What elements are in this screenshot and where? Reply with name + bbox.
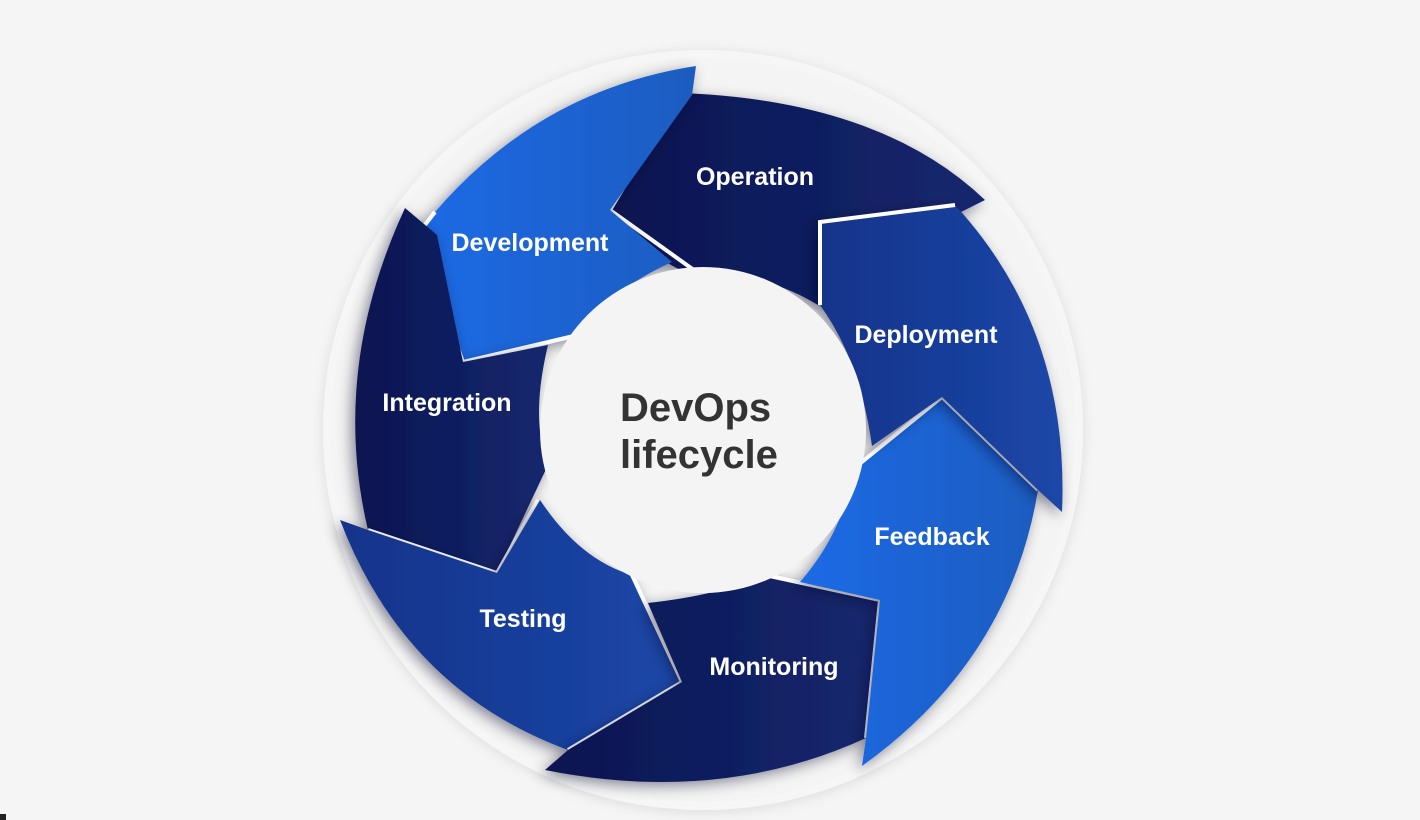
label-deployment: Deployment bbox=[854, 321, 998, 349]
label-monitoring: Monitoring bbox=[709, 653, 838, 681]
label-feedback: Feedback bbox=[874, 523, 989, 551]
label-development: Development bbox=[452, 229, 610, 257]
segment-deployment[interactable] bbox=[818, 203, 1063, 512]
corner-mark bbox=[0, 814, 6, 820]
label-operation: Operation bbox=[696, 163, 814, 191]
center-title-line1: DevOps bbox=[620, 386, 771, 430]
label-testing: Testing bbox=[479, 605, 566, 633]
center-hub bbox=[540, 267, 866, 593]
center-title-line2: lifecycle bbox=[620, 433, 778, 477]
label-integration: Integration bbox=[382, 389, 511, 417]
